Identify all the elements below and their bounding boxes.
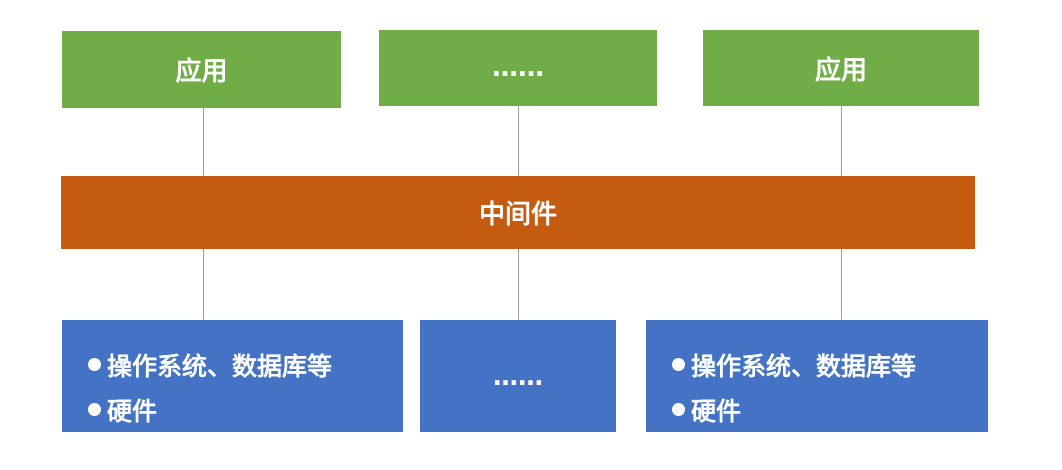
connector-infra-1 [203, 249, 204, 321]
connector-infra-2 [518, 249, 519, 321]
infra-right-item-2-text: 硬件 [691, 396, 742, 426]
app-label-2: …… [492, 53, 544, 83]
infra-right-item-2: 硬件 [672, 387, 741, 432]
infra-right-item-1: 操作系统、数据库等 [672, 342, 916, 387]
infra-left-item-2: 硬件 [88, 387, 157, 432]
connector-infra-3 [841, 249, 842, 321]
infra-box-middle: …… [420, 320, 616, 432]
middleware-bar: 中间件 [61, 176, 975, 249]
infra-box-right: 操作系统、数据库等 硬件 [646, 320, 988, 432]
infra-right-item-1-text: 操作系统、数据库等 [691, 351, 917, 381]
bullet-icon [88, 358, 101, 371]
infra-middle-label: …… [493, 361, 543, 391]
app-label-1: 应用 [175, 57, 228, 87]
app-box-3: 应用 [703, 30, 979, 106]
app-box-1: 应用 [62, 31, 341, 108]
infra-box-left: 操作系统、数据库等 硬件 [62, 320, 403, 432]
connector-app-1 [203, 108, 204, 176]
bullet-icon [672, 403, 685, 416]
connector-app-3 [841, 106, 842, 176]
infra-left-item-1: 操作系统、数据库等 [88, 342, 332, 387]
connector-app-2 [518, 106, 519, 176]
app-label-3: 应用 [814, 55, 867, 86]
middleware-label: 中间件 [478, 200, 557, 230]
bullet-icon [88, 403, 101, 416]
app-box-2: …… [379, 30, 657, 106]
infra-left-item-2-text: 硬件 [107, 396, 158, 426]
infra-left-item-1-text: 操作系统、数据库等 [107, 351, 333, 381]
bullet-icon [672, 358, 685, 371]
